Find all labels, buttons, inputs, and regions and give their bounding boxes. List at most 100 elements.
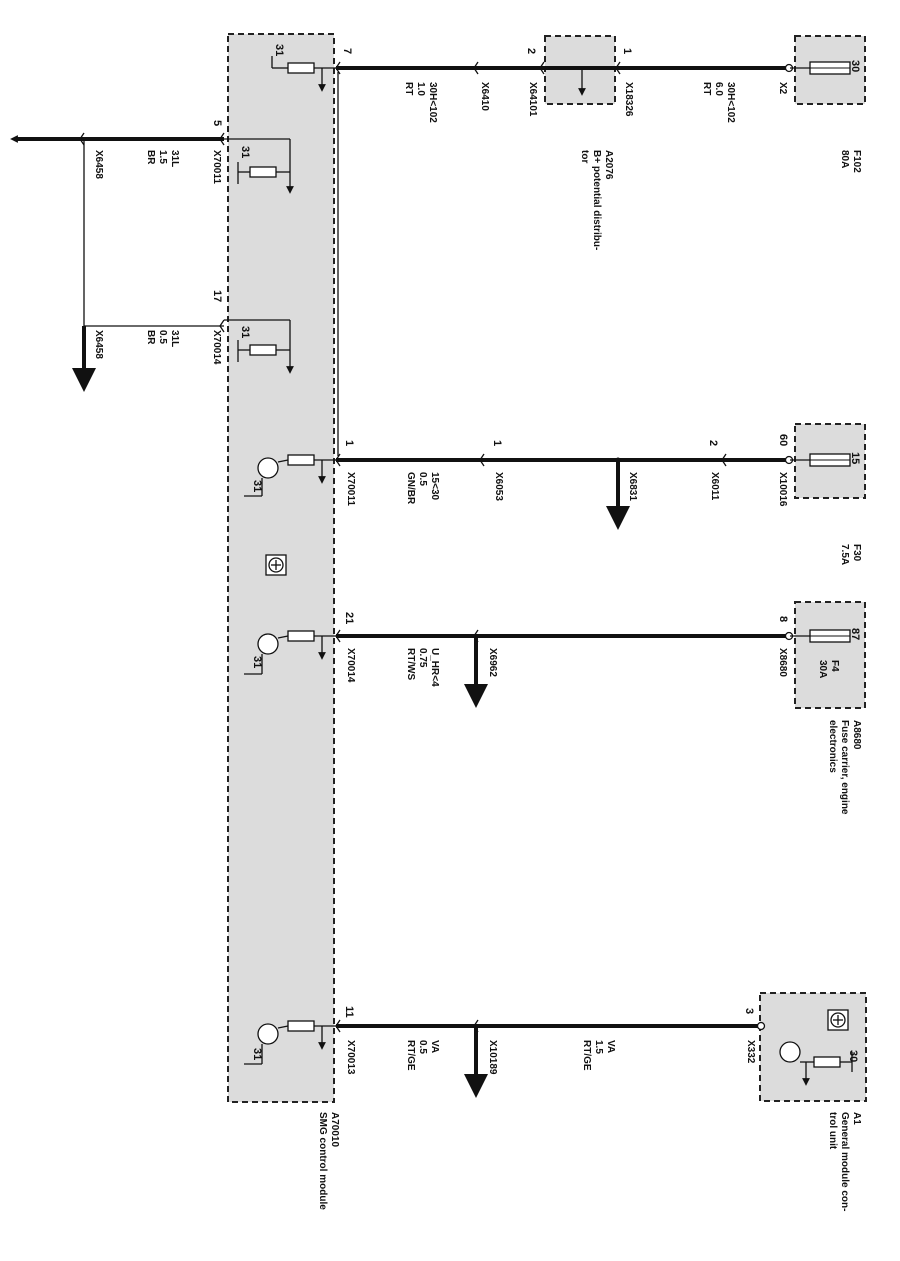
- fuse-f4-symbol: [790, 629, 851, 643]
- pin1-wire-line3: GN/BR: [405, 472, 416, 505]
- x6831-label: X6831: [627, 472, 638, 501]
- pin21-wire-line1: U_HR<4: [429, 648, 440, 687]
- x6011-pin-label: 2: [707, 440, 719, 446]
- pin17-label: 17: [211, 290, 223, 302]
- x332-pin-label: 3: [743, 1008, 755, 1014]
- x10189-label: X10189: [487, 1040, 498, 1075]
- x6011-label: X6011: [709, 472, 720, 501]
- pin17-wire-line1: 31L: [169, 330, 180, 347]
- gm-name-line1: General module con-: [839, 1112, 850, 1211]
- pin11-label: 11: [343, 1006, 355, 1018]
- distributor-name-line1: B+ potential distribu-: [591, 150, 602, 250]
- pin1-wire-line2: 0.5: [417, 472, 428, 486]
- x6410-label: X6410: [479, 82, 490, 111]
- pin5-wire-line3: BR: [145, 150, 156, 165]
- fuse-carrier-name-line2: electronics: [827, 720, 838, 773]
- pin17-ground-label: 31: [239, 326, 251, 338]
- pin11-ground-label: 31: [251, 1048, 263, 1060]
- fuse-carrier-terminal-label: 87: [849, 628, 861, 640]
- x6053-pin-label: 1: [491, 440, 503, 446]
- distributor-id-label: A2076: [603, 150, 614, 180]
- pin11-connector-label: X70013: [345, 1040, 356, 1075]
- f102-wire-line1: 30H<102: [725, 82, 736, 123]
- pin7-ground-label: 31: [273, 44, 285, 56]
- x64101-pin-label: 2: [525, 48, 537, 54]
- fuse-f30-symbol: [790, 453, 851, 467]
- x18326-pin-label: 1: [621, 48, 633, 54]
- smg-circuit-pin7: [271, 56, 336, 92]
- general-module-box: [759, 992, 867, 1102]
- smg-module-name-label: SMG control module: [317, 1112, 328, 1210]
- junction-markers: [79, 61, 727, 1033]
- f102-terminal-label: 30: [849, 60, 861, 72]
- x6458-label-a: X6458: [93, 150, 104, 179]
- pin21-label: 21: [343, 612, 355, 624]
- x8680-label: X8680: [777, 648, 788, 677]
- f102-rating-label: 80A: [839, 150, 850, 168]
- pin17-connector-label: X70014: [211, 330, 222, 365]
- fuse-f102-symbol: [790, 61, 851, 75]
- fuse-carrier-id-label: A8680: [851, 720, 862, 750]
- fuse-carrier-name-line1: Fuse carrier, engine: [839, 720, 850, 815]
- x332-label: X332: [745, 1040, 756, 1064]
- x64101-label: X64101: [527, 82, 538, 117]
- pin5-label: 5: [211, 120, 223, 126]
- gm-internal-circuit: [779, 1009, 853, 1086]
- f102-id-label: F102: [851, 150, 862, 173]
- pin1-ground-label: 31: [251, 480, 263, 492]
- smg-circuit-pin11: [244, 1020, 336, 1065]
- f102-wire-line3: RT: [701, 82, 712, 95]
- pin21-wire-line3: RT/WS: [405, 648, 416, 681]
- distributor-name-line2: tor: [579, 150, 590, 163]
- gm-name-line2: trol unit: [827, 1112, 838, 1150]
- fuse-f4-rating-label: 30A: [817, 660, 828, 678]
- f30-id-label: F30: [851, 544, 862, 562]
- x10016-pin-label: 60: [777, 434, 789, 446]
- fuse-f4-id-label: F4: [829, 660, 840, 672]
- pin21-connector-label: X70014: [345, 648, 356, 683]
- x6053-label: X6053: [493, 472, 504, 501]
- f30-terminal-label: 15: [849, 452, 861, 464]
- pin5-wire-line1: 31L: [169, 150, 180, 167]
- pin1-connector-label: X70011: [345, 472, 356, 506]
- smg-circuit-pin1: [244, 454, 336, 497]
- junction-x6831-dot: [615, 457, 621, 463]
- smg-module-id-label: A70010: [329, 1112, 340, 1147]
- pin17-wire-line3: BR: [145, 330, 156, 345]
- pin7-wire-line3: RT: [403, 82, 414, 95]
- x6962-label: X6962: [487, 648, 498, 677]
- pin11-wire-line1: VA: [429, 1040, 440, 1053]
- x10016-label: X10016: [777, 472, 788, 507]
- pin17-wire-line2: 0.5: [157, 330, 168, 344]
- smg-circuit-pin5: [224, 138, 294, 194]
- pin7-label: 7: [341, 48, 353, 54]
- pin1-label: 1: [343, 440, 355, 446]
- gm-terminal-label: 30: [847, 1050, 859, 1062]
- pin11-wire-line2: 0.5: [417, 1040, 428, 1054]
- x8680-pin-label: 8: [777, 616, 789, 622]
- gm-wire-line1: VA: [605, 1040, 616, 1053]
- pin21-wire-line2: 0.75: [417, 648, 428, 668]
- pin5-ground-label: 31: [239, 146, 251, 158]
- smg-circuit-pin17: [224, 319, 294, 374]
- pin7-wire-line2: 1.0: [415, 82, 426, 96]
- gm-wire-line2: 1.5: [593, 1040, 604, 1054]
- terminal-x332: [756, 1021, 766, 1031]
- f30-rating-label: 7.5A: [839, 544, 850, 565]
- pin5-connector-label: X70011: [211, 150, 222, 184]
- fuse-carrier-box: [794, 601, 866, 709]
- x2-label: X2: [777, 82, 788, 95]
- pin11-wire-line3: RT/GE: [405, 1040, 416, 1071]
- x6458-label-b: X6458: [93, 330, 104, 359]
- pin5-wire-line2: 1.5: [157, 150, 168, 164]
- pin7-wire-line1: 30H<102: [427, 82, 438, 123]
- control-unit-icon: [265, 554, 287, 576]
- pin21-ground-label: 31: [251, 656, 263, 668]
- pin1-wire-line1: 15<30: [429, 472, 440, 501]
- gm-wire-line3: RT/GE: [581, 1040, 592, 1071]
- f102-wire-line2: 6.0: [713, 82, 724, 96]
- x18326-label: X18326: [623, 82, 634, 117]
- smg-circuit-pin21: [244, 630, 336, 675]
- gm-id-label: A1: [851, 1112, 862, 1125]
